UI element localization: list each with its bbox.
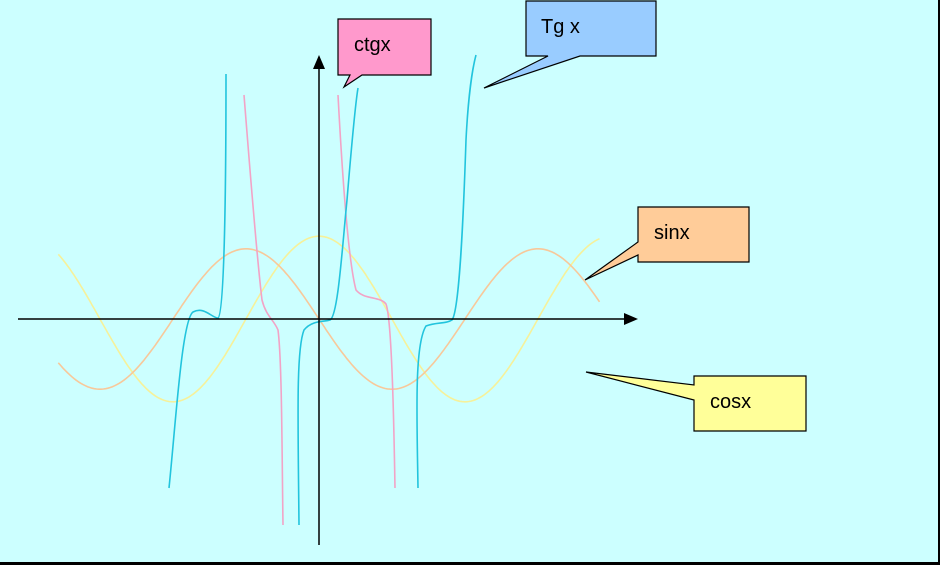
sin-label: sinx: [654, 222, 690, 244]
cos-label: cosx: [710, 391, 751, 413]
function-curves: [57, 54, 601, 526]
tg-label: Tg x: [541, 16, 580, 38]
sin-curve: [57, 248, 601, 391]
cos-callout: cosx: [585, 371, 807, 432]
tg-callout: Tg x: [483, 0, 657, 89]
tg-curve: [168, 54, 477, 526]
ctg-callout: ctgx: [337, 18, 432, 89]
ctg-curve: [243, 94, 396, 526]
cos-curve: [57, 235, 600, 403]
sin-callout: sinx: [584, 206, 750, 281]
ctg-label: ctgx: [354, 34, 391, 56]
